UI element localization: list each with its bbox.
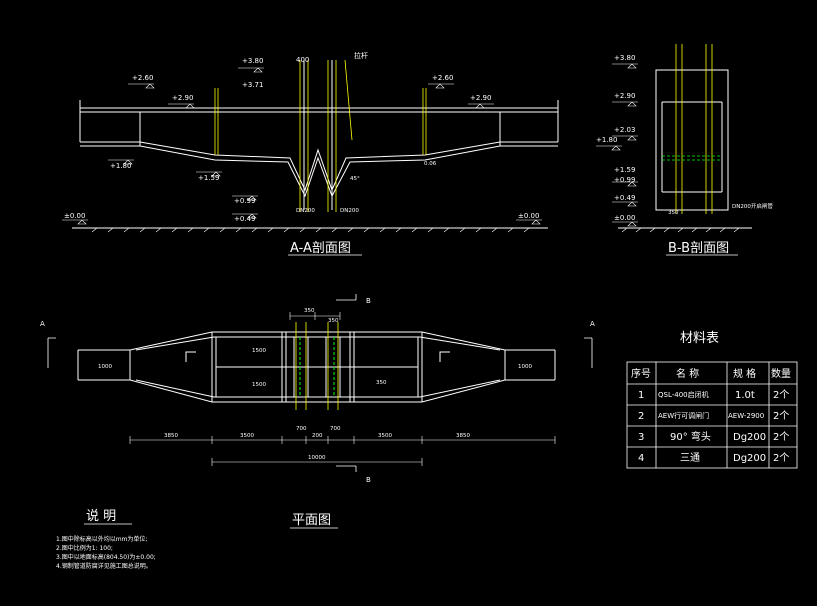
section-bb-rebar	[675, 44, 713, 214]
bb-elev-4: +1.80	[596, 136, 617, 144]
plan-marker-a-right: A	[590, 320, 595, 328]
section-aa-elevation-marks	[62, 67, 542, 225]
bb-pipe-note: DN200开启闸管	[732, 202, 773, 210]
aa-pipe-left: DN200	[296, 208, 315, 214]
section-bb-water	[662, 155, 722, 161]
bb-elev-8: ±0.00	[614, 214, 635, 222]
materials-header-spec: 规 格	[733, 367, 756, 380]
plan-marker-b-top: B	[366, 297, 371, 305]
aa-elev-3: +3.80	[242, 57, 263, 65]
plan-dim-b-1: 3850	[164, 433, 178, 439]
materials-r3-name: 90° 弯头	[670, 430, 711, 443]
materials-r4-qty: 2个	[773, 452, 789, 464]
plan-dim-b-4: 200	[312, 433, 323, 439]
plan-dim-b-2: 3500	[240, 433, 254, 439]
aa-title: A-A剖面图	[290, 241, 351, 256]
plan-dim-top-1: 350	[304, 308, 315, 314]
plan-dim-lines	[129, 312, 556, 466]
notes-line-1: 1.图中除标高以外均以mm为单位;	[56, 535, 147, 543]
materials-r3-spec: Dg200	[733, 432, 766, 443]
aa-dim-400: 400	[296, 56, 309, 64]
section-bb	[618, 69, 752, 233]
bb-elev-7: +0.49	[614, 194, 635, 202]
materials-r4-no: 4	[638, 453, 644, 464]
aa-elev-6: +1.59	[198, 174, 219, 182]
materials-header-name: 名 称	[676, 367, 699, 380]
materials-r4-spec: Dg200	[733, 453, 766, 464]
plan-dim-b-3: 700	[296, 426, 307, 432]
plan-dim-b-6: 3500	[378, 433, 392, 439]
plan-side-dim-2: 1500	[252, 348, 266, 354]
plan-side-dim-5: 350	[376, 380, 387, 386]
plan-dim-total: 10000	[308, 455, 326, 461]
plan-marker-b-bottom: B	[366, 476, 371, 484]
aa-slope: 0.06	[424, 161, 437, 167]
plan-rebar	[295, 322, 339, 410]
plan-title: 平面图	[292, 513, 331, 528]
aa-elev-8: +0.49	[234, 215, 255, 223]
aa-label-pole: 拉杆	[354, 51, 368, 60]
bb-title: B-B剖面图	[668, 241, 729, 256]
notes-line-4: 4.钢制管道防腐详见施工图总说明。	[56, 562, 152, 570]
materials-r2-spec: AEW-2900	[728, 412, 764, 420]
aa-elev-12: ±0.00	[518, 212, 539, 220]
plan-side-dim-1: 1000	[98, 364, 112, 370]
plan-outline	[77, 331, 556, 403]
bb-dim-350: 350	[668, 210, 679, 216]
section-aa-rebar	[214, 59, 427, 212]
bb-elev-6: +0.99	[614, 176, 635, 184]
aa-elev-7: +0.99	[234, 197, 255, 205]
section-markers	[47, 294, 593, 472]
notes-line-3: 3.图中以地面标高(804.50)为±0.00;	[56, 553, 156, 561]
bb-elev-5: +1.59	[614, 166, 635, 174]
aa-elev-10: +2.60	[432, 74, 453, 82]
aa-elev-1: +2.60	[132, 74, 153, 82]
section-bb-elevation-marks	[596, 63, 638, 227]
aa-elev-11: +2.90	[470, 94, 491, 102]
materials-r1-spec: 1.0t	[735, 390, 755, 401]
aa-elev-2: +2.90	[172, 94, 193, 102]
materials-r1-name: QSL-400启闭机	[658, 390, 709, 399]
aa-pipe-right: DN200	[340, 208, 359, 214]
plan-side-dim-3: 1500	[252, 382, 266, 388]
materials-r2-qty: 2个	[773, 410, 789, 422]
materials-r4-name: 三通	[680, 452, 700, 464]
materials-header-no: 序号	[631, 367, 651, 380]
aa-angle: 45°	[350, 176, 360, 182]
bb-elev-3: +2.03	[614, 126, 635, 134]
materials-grid	[626, 361, 798, 469]
section-aa	[72, 60, 559, 233]
materials-r3-no: 3	[638, 432, 644, 443]
aa-elev-9: ±0.00	[64, 212, 85, 220]
materials-r3-qty: 2个	[773, 431, 789, 443]
bb-elev-2: +2.90	[614, 92, 635, 100]
materials-r1-qty: 2个	[773, 389, 789, 401]
materials-r1-no: 1	[638, 390, 644, 401]
notes-line-2: 2.图中比例为1: 100;	[56, 544, 113, 552]
materials-r2-no: 2	[638, 411, 644, 422]
bb-elev-1: +3.80	[614, 54, 635, 62]
plan-water	[299, 337, 335, 397]
plan-dim-top-2: 350	[328, 318, 339, 324]
materials-header-qty: 数量	[771, 367, 791, 380]
materials-r2-name: AEW行可调闸门	[658, 411, 709, 420]
aa-elev-4: +3.71	[242, 81, 263, 89]
plan-dim-b-5: 700	[330, 426, 341, 432]
plan-marker-a-left: A	[40, 320, 45, 328]
aa-elev-5: +1.80	[110, 162, 131, 170]
plan-dim-b-7: 3850	[456, 433, 470, 439]
notes-title: 说 明	[86, 509, 116, 524]
materials-title: 材料表	[680, 331, 719, 346]
plan-side-dim-4: 1000	[518, 364, 532, 370]
